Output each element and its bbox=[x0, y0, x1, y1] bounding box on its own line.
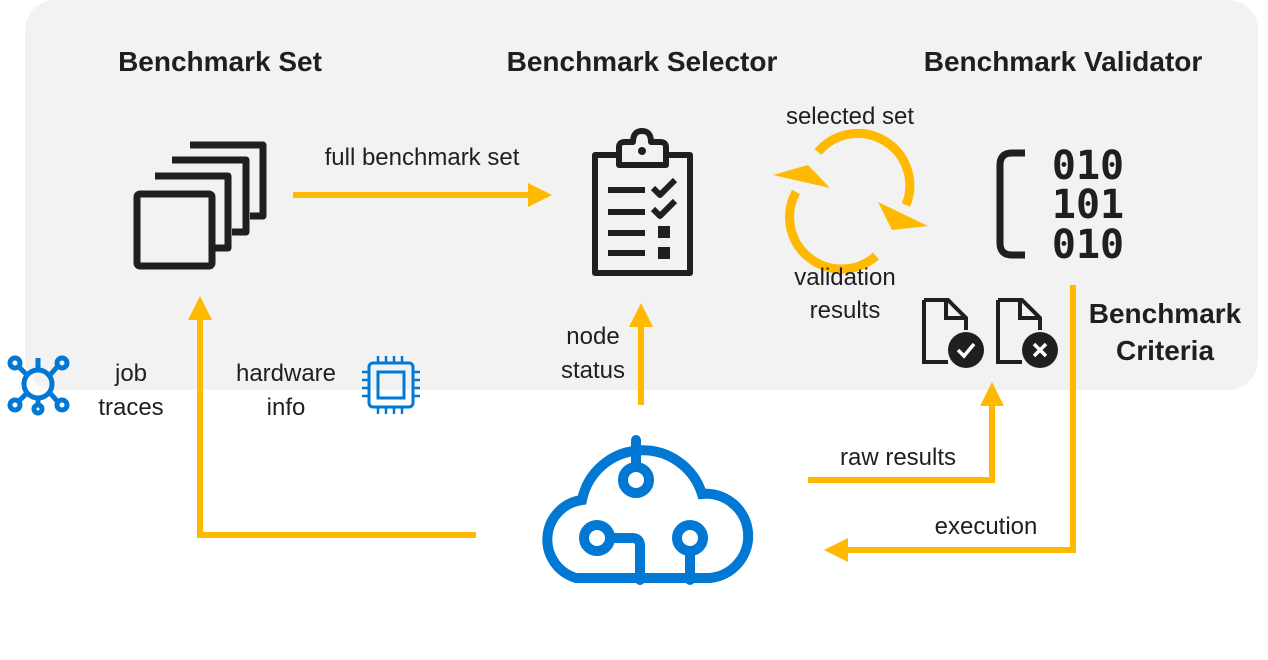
binary-line-3: 010 bbox=[1052, 222, 1124, 268]
arrow-execution bbox=[824, 285, 1076, 562]
label-job-traces-line2: traces bbox=[98, 394, 163, 421]
label-hardware-info-line2: info bbox=[267, 394, 306, 421]
label-selected-set: selected set bbox=[786, 103, 914, 130]
benchmark-set-title: Benchmark Set bbox=[118, 46, 322, 77]
label-job-traces-line1: job bbox=[114, 360, 147, 387]
stacked-pages-icon bbox=[133, 141, 267, 270]
label-validation-results-line2: results bbox=[810, 297, 881, 324]
binary-code-icon: 010 101 010 bbox=[996, 143, 1124, 268]
document-cross-icon bbox=[996, 298, 1058, 368]
label-node-status-line2: status bbox=[561, 357, 625, 384]
refresh-cycle-icon bbox=[773, 128, 928, 274]
label-node-status-line1: node bbox=[566, 323, 619, 350]
network-hub-icon bbox=[7, 355, 70, 416]
benchmark-criteria-title-line1: Benchmark bbox=[1089, 298, 1242, 329]
cloud-circuit-icon bbox=[542, 435, 754, 585]
arrows bbox=[188, 183, 1076, 562]
label-execution: execution bbox=[935, 513, 1038, 540]
system-panel bbox=[25, 0, 1258, 390]
binary-line-1: 010 bbox=[1052, 143, 1124, 189]
benchmark-selector-title: Benchmark Selector bbox=[507, 46, 778, 77]
label-full-benchmark-set: full benchmark set bbox=[325, 144, 520, 171]
benchmark-validator-title: Benchmark Validator bbox=[924, 46, 1203, 77]
binary-line-2: 101 bbox=[1052, 182, 1124, 228]
benchmark-criteria-title-line2: Criteria bbox=[1116, 335, 1214, 366]
label-validation-results-line1: validation bbox=[794, 264, 895, 291]
document-check-icon bbox=[922, 298, 984, 368]
label-raw-results: raw results bbox=[840, 444, 956, 471]
clipboard-checklist-icon bbox=[592, 128, 693, 276]
arrow-job-traces bbox=[188, 296, 476, 538]
arrow-raw-results bbox=[808, 382, 1004, 483]
chip-icon bbox=[362, 356, 420, 414]
label-hardware-info-line1: hardware bbox=[236, 360, 336, 387]
